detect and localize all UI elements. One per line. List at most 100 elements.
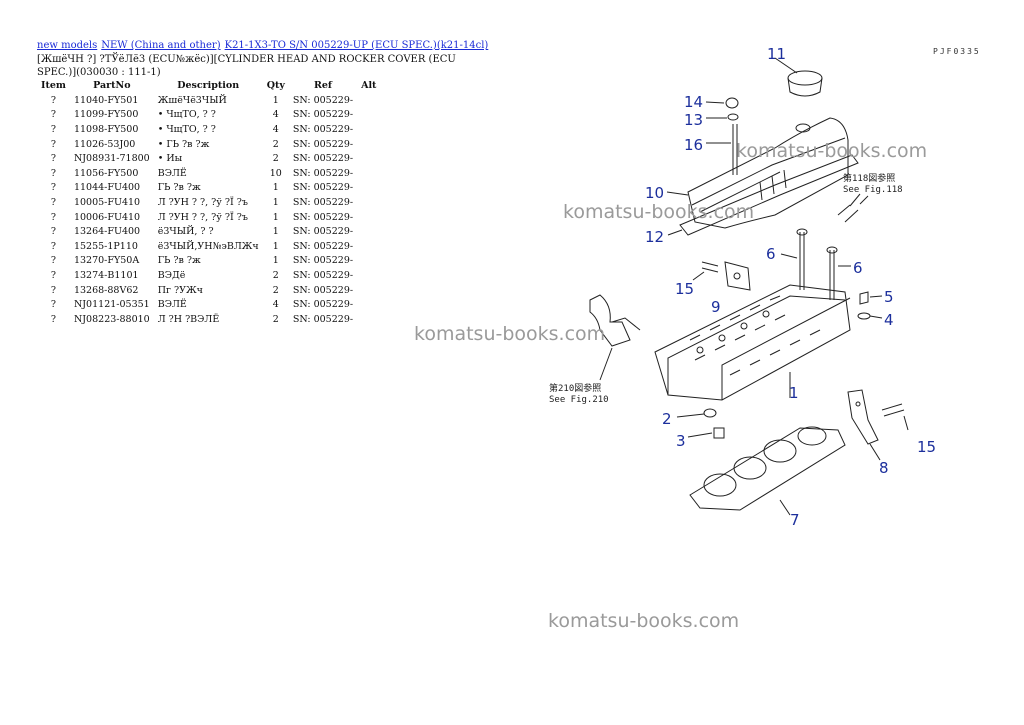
cell-item: ?	[50, 167, 57, 179]
cell-ref: SN: 005229-	[292, 182, 354, 194]
cell-item: ?	[50, 94, 57, 106]
cell-partno: 11044-FU400	[73, 182, 141, 194]
watermark-3: komatsu-books.com	[414, 323, 606, 345]
cell-qty: 1	[272, 182, 279, 194]
cell-alt	[357, 297, 380, 312]
cell-ref: SN: 005229-	[292, 299, 354, 311]
cell-qty: 2	[272, 153, 279, 165]
cell-alt	[357, 122, 380, 137]
cell-item: ?	[50, 211, 57, 223]
cell-qty: 1	[272, 255, 279, 267]
cell-alt	[357, 283, 380, 298]
callout-5: 5	[884, 288, 894, 306]
cell-alt	[357, 254, 380, 269]
breadcrumb-link-model[interactable]: K21-1X3-TO S/N 005229-UP (ECU SPEC.)(k21…	[224, 40, 489, 51]
cell-ref: SN: 005229-	[292, 211, 354, 223]
callout-11: 11	[767, 45, 786, 63]
cell-desc: ё3ЧЫЙ, ? ?	[157, 226, 214, 238]
callout-3: 3	[676, 432, 686, 450]
cell-ref: SN: 005229-	[292, 109, 354, 121]
table-header-row: Item PartNo Description Qty Ref Alt	[37, 78, 380, 93]
cell-desc: ГЬ ?в ?ж	[157, 182, 201, 194]
cell-item: ?	[50, 182, 57, 194]
cell-qty: 2	[272, 138, 279, 150]
cell-item: ?	[50, 299, 57, 311]
see-fig-210-en: See Fig.210	[549, 395, 609, 405]
table-row: ? 11056-FY500 ВЭЛЁ 10 SN: 005229-	[37, 166, 380, 181]
watermark-4: komatsu-books.com	[548, 610, 740, 632]
column-header-qty: Qty	[266, 80, 285, 91]
cell-item: ?	[50, 255, 57, 267]
cell-qty: 1	[272, 211, 279, 223]
cell-item: ?	[50, 153, 57, 165]
cell-partno: NJ08931-71800	[73, 153, 150, 165]
breadcrumb-link-new-models[interactable]: new models	[37, 40, 98, 51]
cell-partno: 13274-B1101	[73, 269, 139, 281]
cell-partno: 15255-1P110	[73, 240, 138, 252]
watermark-2: komatsu-books.com	[563, 201, 755, 223]
cell-alt	[357, 195, 380, 210]
cell-item: ?	[50, 123, 57, 135]
table-row: ? 11044-FU400 ГЬ ?в ?ж 1 SN: 005229-	[37, 181, 380, 196]
cell-desc: ВЭЛЁ	[157, 167, 187, 179]
page-subtitle: [ЖшёЧН ?] ?ТЎёЛё3 (ECU№жёс)][CYLINDER HE…	[37, 54, 456, 78]
cell-desc: • ЧщТО, ? ?	[157, 123, 216, 135]
callout-13: 13	[684, 111, 703, 129]
column-header-partno: PartNo	[93, 80, 131, 91]
cell-desc: Л ?Н ?ВЭЛЁ	[157, 313, 220, 325]
cell-ref: SN: 005229-	[292, 226, 354, 238]
oil-filler-cap	[774, 57, 823, 97]
see-fig-118-jp: 第118図参照	[843, 172, 895, 184]
cell-partno: 11056-FY500	[73, 167, 139, 179]
cell-alt	[357, 181, 380, 196]
cylinder-head	[654, 284, 851, 401]
cell-qty: 2	[272, 313, 279, 325]
cell-qty: 4	[272, 299, 279, 311]
callout-6-a: 6	[766, 245, 776, 263]
callout-9: 9	[711, 298, 721, 316]
column-header-alt: Alt	[361, 80, 377, 91]
breadcrumb-link-region[interactable]: NEW (China and other)	[101, 40, 221, 51]
cell-qty: 10	[269, 167, 282, 179]
cell-alt	[357, 239, 380, 254]
cell-desc: Пг ?УЖч	[157, 284, 203, 296]
cell-ref: SN: 005229-	[292, 167, 354, 179]
cell-partno: 13270-FY50A	[73, 255, 140, 267]
cell-ref: SN: 005229-	[292, 269, 354, 281]
callout-numbers: 11 14 13 16 10 12 6 6 15 9 5 4 1 2 3 8 1…	[645, 45, 936, 529]
cell-alt	[357, 151, 380, 166]
cell-item: ?	[50, 226, 57, 238]
callout-2: 2	[662, 410, 672, 428]
column-header-description: Description	[177, 80, 240, 91]
callout-16: 16	[684, 136, 703, 154]
callout-7: 7	[790, 511, 800, 529]
cell-item: ?	[50, 313, 57, 325]
cell-desc: ВЭЛЁ	[157, 299, 187, 311]
cell-ref: SN: 005229-	[292, 255, 354, 267]
callout-6-b: 6	[853, 259, 863, 277]
cell-desc: ЖшёЧё3ЧЫЙ	[157, 94, 227, 106]
cell-alt	[357, 108, 380, 123]
head-gasket	[689, 426, 846, 516]
cell-alt	[357, 166, 380, 181]
cell-partno: 10005-FU410	[73, 196, 141, 208]
cell-qty: 1	[272, 196, 279, 208]
cell-partno: 11040-FY501	[73, 94, 139, 106]
cell-qty: 4	[272, 123, 279, 135]
watermark-1: komatsu-books.com	[736, 140, 928, 162]
cell-ref: SN: 005229-	[292, 153, 354, 165]
cell-partno: 13264-FU400	[73, 226, 141, 238]
cell-qty: 2	[272, 269, 279, 281]
cell-desc: • ГЬ ?в ?ж	[157, 138, 210, 150]
